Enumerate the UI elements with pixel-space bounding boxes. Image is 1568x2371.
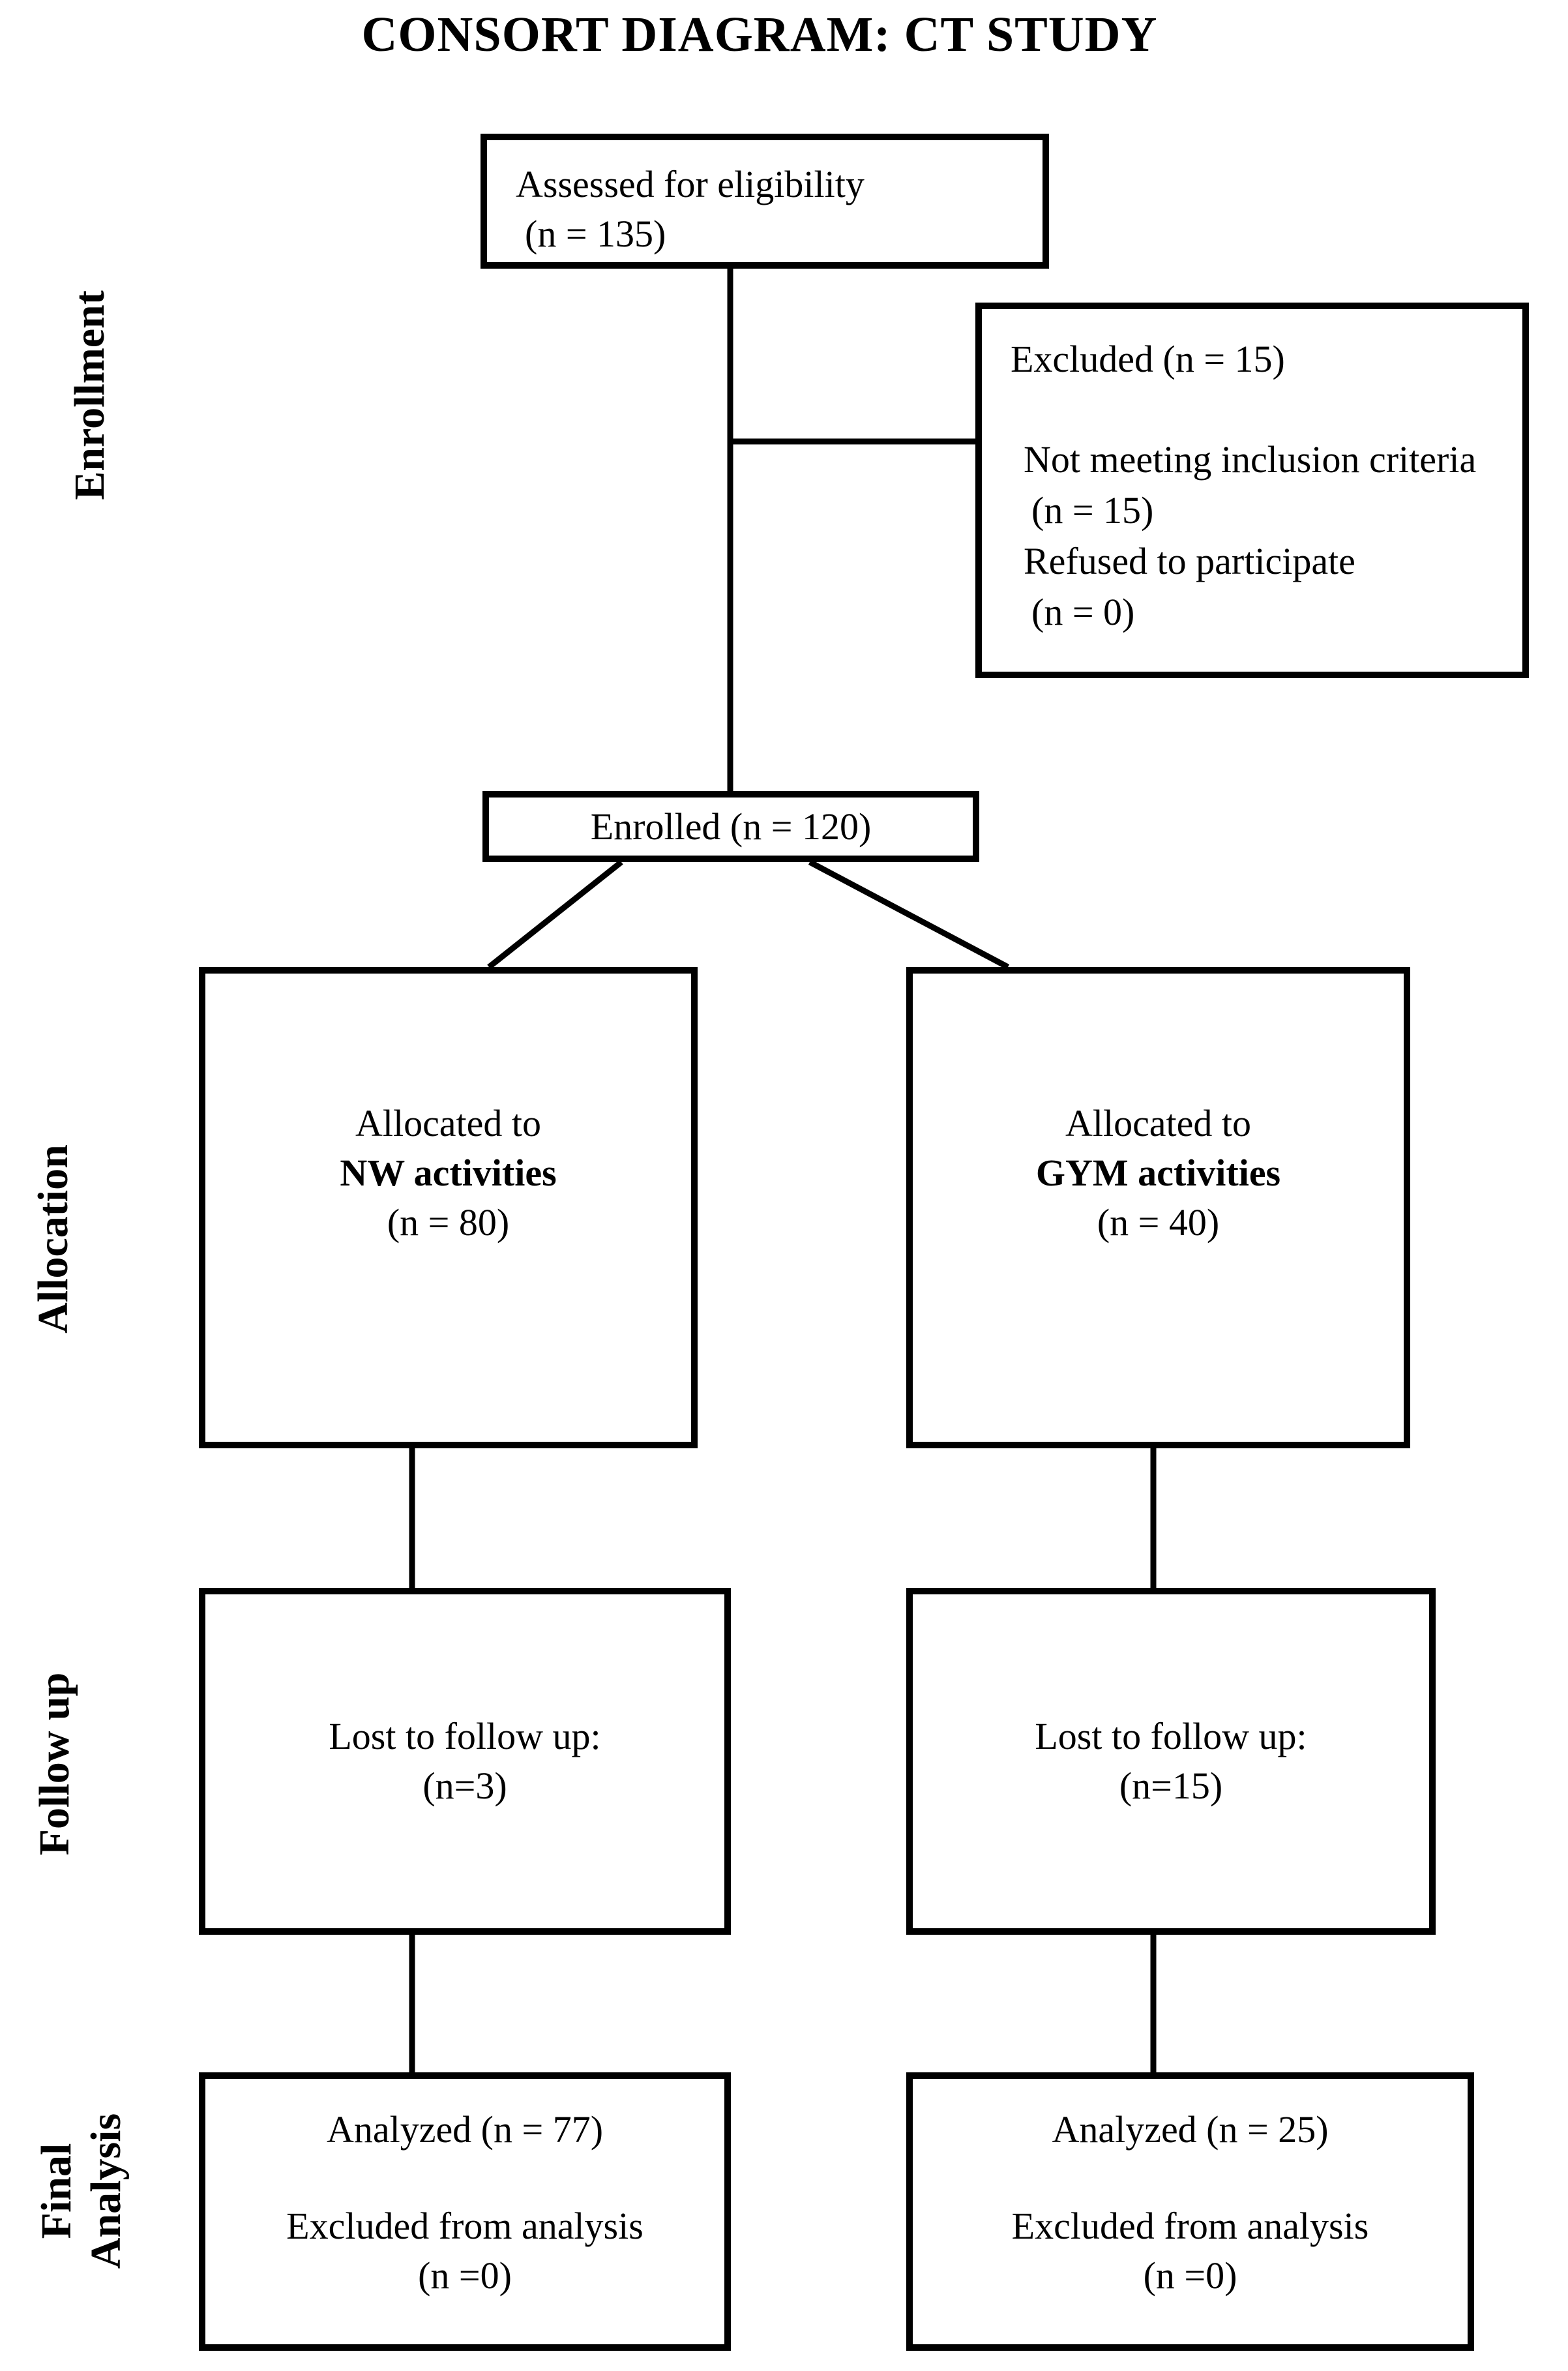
excluded-reason1-n: (n = 15) (1031, 489, 1154, 531)
page-title: CONSORT DIAGRAM: CT STUDY (361, 7, 1158, 62)
alloc-gym-line1: Allocated to (1065, 1102, 1252, 1144)
stage-label-final-analysis-line1: Final (33, 2143, 80, 2239)
final-gym-analyzed: Analyzed (n = 25) (1052, 2108, 1329, 2151)
excluded-reason2: Refused to participate (1024, 540, 1355, 582)
assessed-n: (n = 135) (525, 213, 666, 255)
alloc-gym-group: GYM activities (1035, 1152, 1281, 1194)
assessed-line1: Assessed for eligibility (516, 163, 865, 205)
box-lost-followup-nw: Lost to follow up: (n=3) (199, 1588, 731, 1935)
stage-label-enrollment: Enrollment (66, 290, 113, 500)
fu-nw-n: (n=3) (422, 1765, 507, 1807)
excluded-reason1: Not meeting inclusion criteria (1024, 438, 1477, 481)
stage-label-follow-up: Follow up (31, 1672, 78, 1856)
alloc-nw-n: (n = 80) (387, 1201, 510, 1244)
excluded-heading: Excluded (n = 15) (1011, 338, 1285, 380)
box-allocated-gym: Allocated to GYM activities (n = 40) (906, 967, 1410, 1448)
box-analyzed-gym: Analyzed (n = 25) Excluded from analysis… (906, 2072, 1474, 2351)
final-gym-excluded-n: (n =0) (1143, 2254, 1237, 2297)
box-assessed-for-eligibility: Assessed for eligibility (n = 135) (481, 134, 1049, 269)
box-analyzed-nw: Analyzed (n = 77) Excluded from analysis… (199, 2072, 731, 2351)
alloc-gym-n: (n = 40) (1097, 1201, 1220, 1244)
stage-label-final-analysis: Final Analysis (32, 2113, 131, 2269)
alloc-nw-line1: Allocated to (355, 1102, 542, 1144)
fu-nw-line1: Lost to follow up: (329, 1715, 601, 1757)
final-gym-excluded: Excluded from analysis (1011, 2205, 1369, 2247)
alloc-nw-group: NW activities (340, 1152, 557, 1194)
connector-enrolled-to-alloc-gym (808, 859, 1010, 970)
stage-label-final-analysis-line2: Analysis (82, 2113, 130, 2269)
box-enrolled: Enrolled (n = 120) (482, 791, 979, 862)
box-allocated-nw: Allocated to NW activities (n = 80) (199, 967, 698, 1448)
final-nw-excluded: Excluded from analysis (286, 2205, 643, 2247)
connector-enrolled-to-alloc-nw (487, 859, 623, 970)
final-gym-spacer (913, 2155, 1468, 2201)
enrolled-text: Enrolled (n = 120) (590, 805, 872, 848)
fu-gym-n: (n=15) (1119, 1765, 1223, 1807)
box-lost-followup-gym: Lost to follow up: (n=15) (906, 1588, 1436, 1935)
final-nw-spacer (205, 2155, 724, 2201)
fu-gym-line1: Lost to follow up: (1035, 1715, 1307, 1757)
final-nw-excluded-n: (n =0) (418, 2254, 512, 2297)
stage-label-allocation: Allocation (29, 1144, 77, 1334)
excluded-spacer (1011, 385, 1509, 434)
final-nw-analyzed: Analyzed (n = 77) (326, 2108, 604, 2151)
excluded-reason2-n: (n = 0) (1031, 591, 1135, 633)
box-excluded: Excluded (n = 15) Not meeting inclusion … (975, 303, 1529, 678)
